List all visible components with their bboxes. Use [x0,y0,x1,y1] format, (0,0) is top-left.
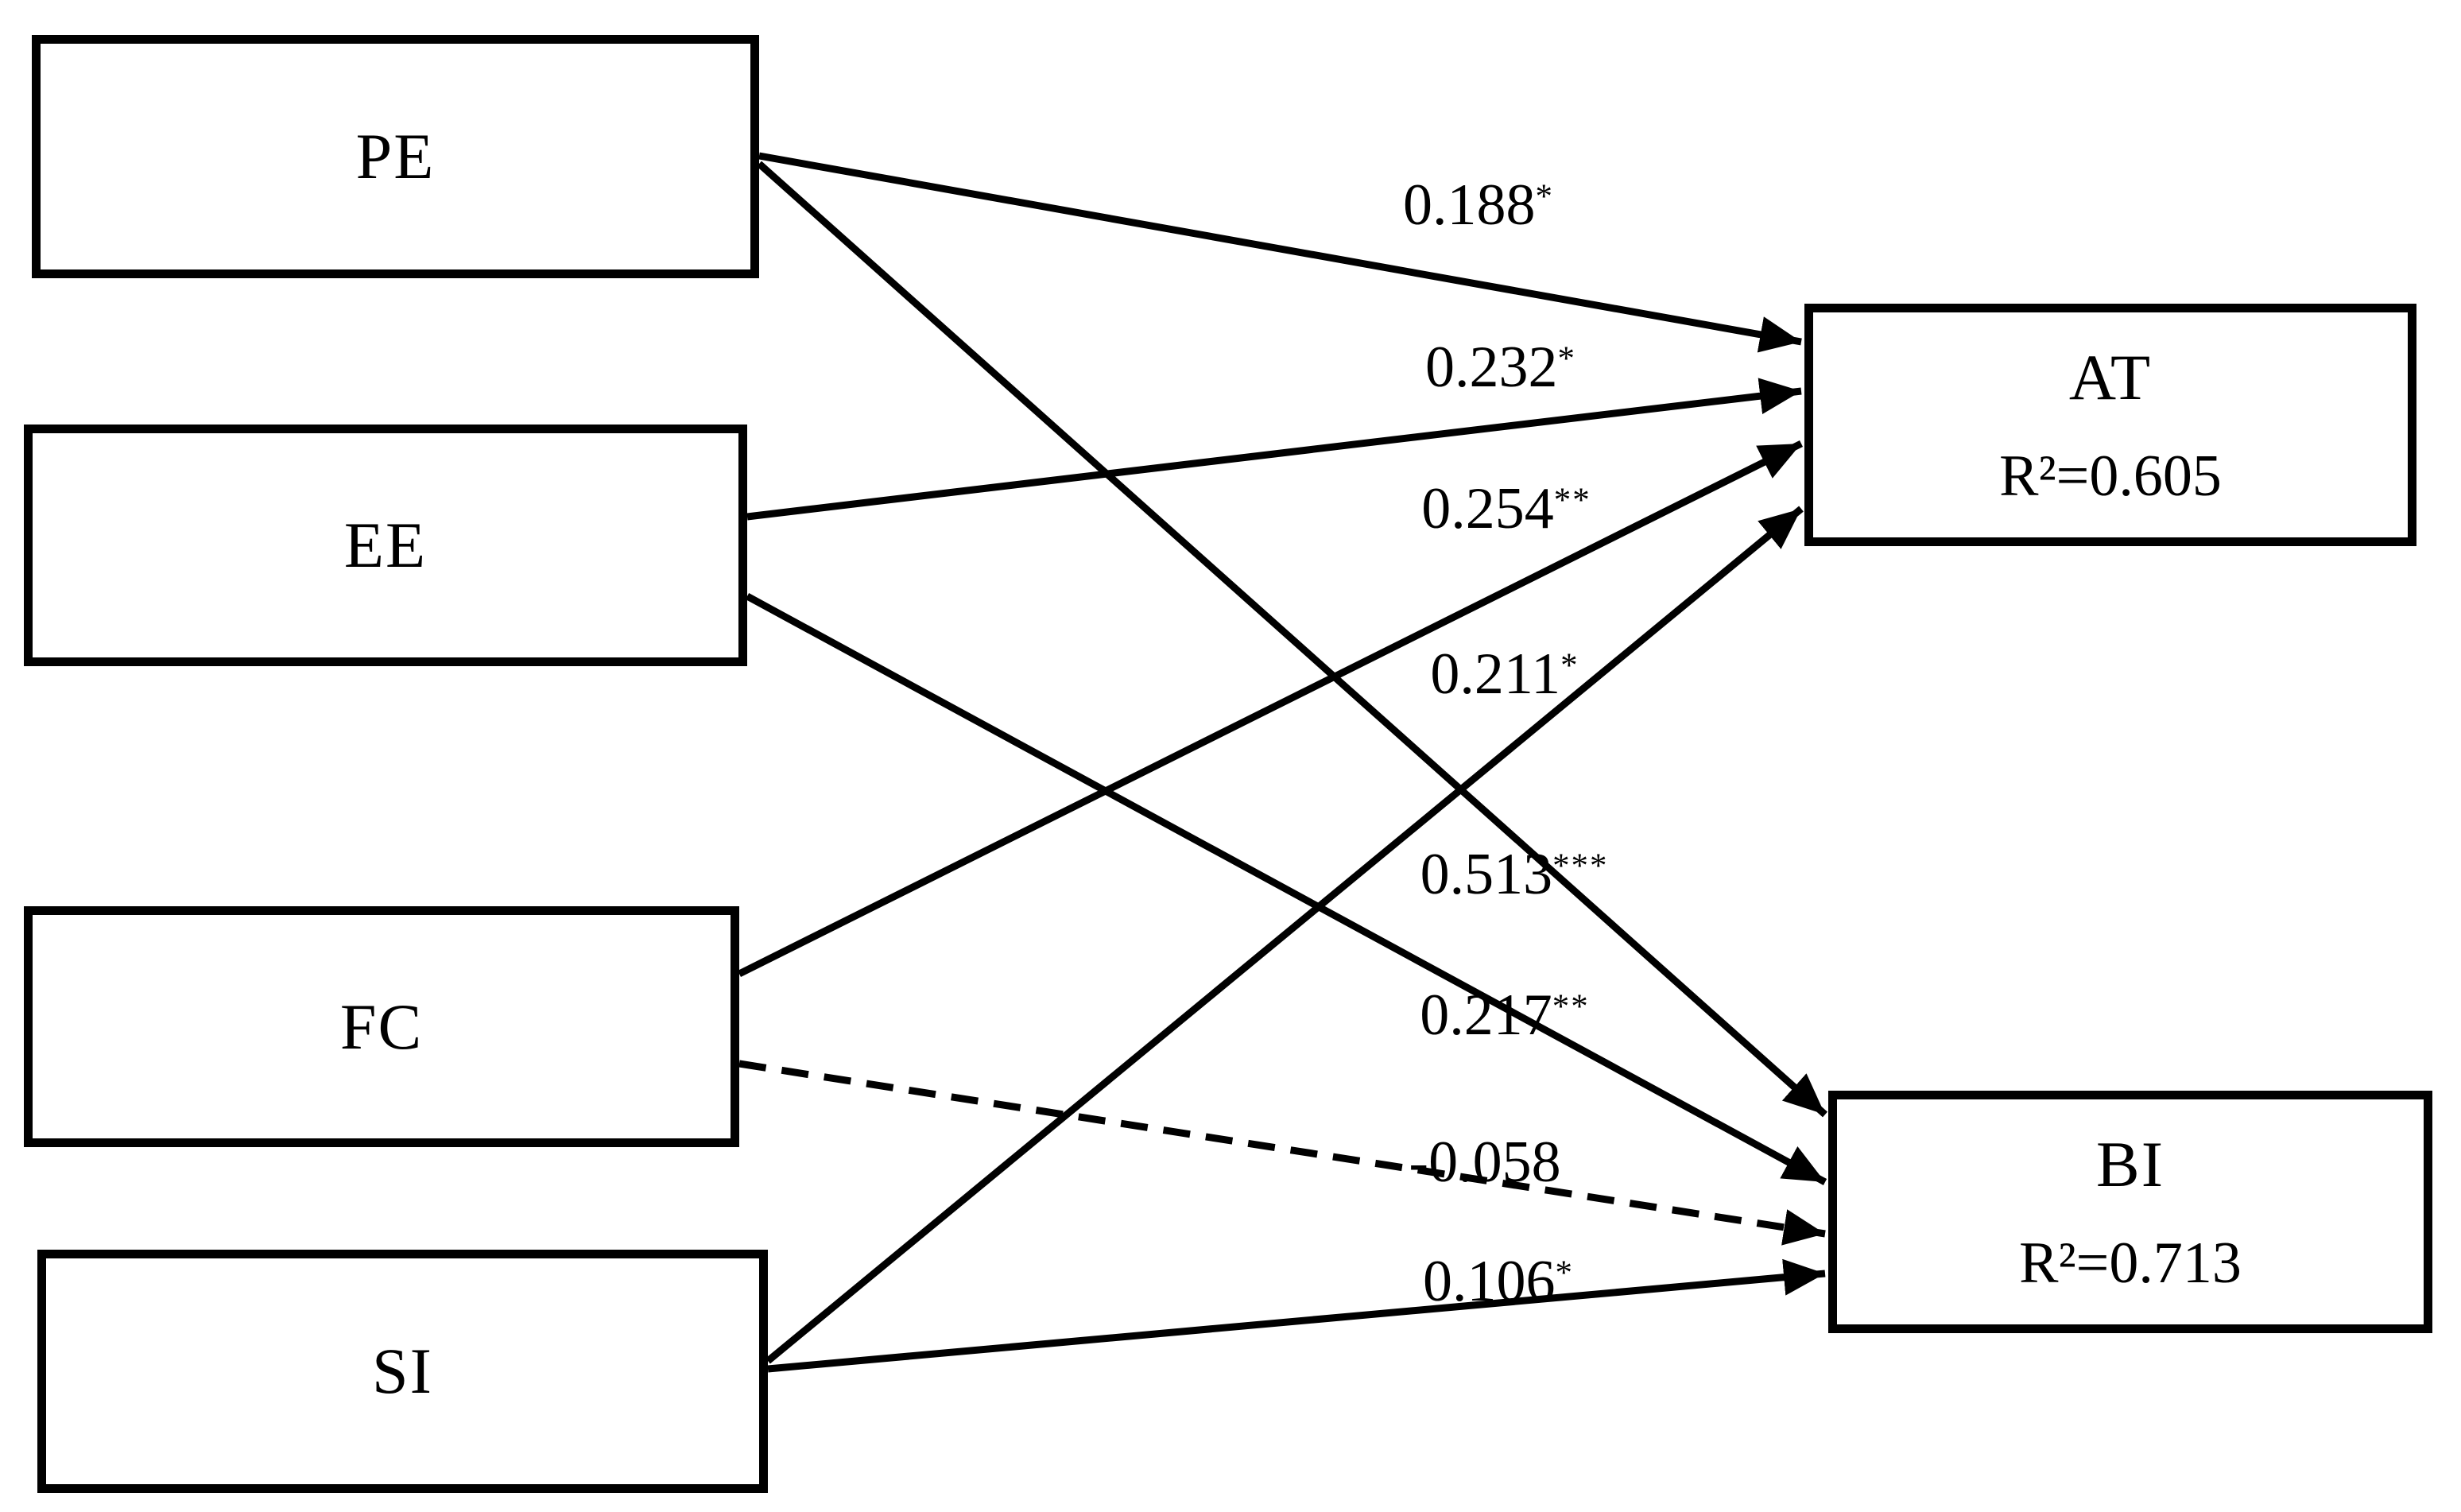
path-arrow-si-at [765,506,1804,1364]
path-arrow-fc-at [737,440,1804,978]
significance-stars: ** [1552,987,1590,1025]
coefficient-ee-bi: 0.217** [1420,983,1590,1048]
coefficient-pe-bi: 0.513*** [1420,842,1609,907]
node-r2-bi: R²=0.713 [2019,1230,2242,1296]
node-pe: PE [32,35,759,278]
node-label-ee: EE [343,509,428,581]
node-si: SI [37,1250,768,1493]
significance-stars: * [1555,1254,1574,1292]
node-at: AT R²=0.605 [1804,304,2416,546]
node-label-si: SI [372,1335,433,1407]
node-label-pe: PE [355,120,436,192]
coefficient-si-at: 0.211* [1430,642,1579,707]
coefficient-si-bi: 0.106* [1423,1249,1574,1314]
path-arrow-pe-at [758,152,1802,353]
node-label-at: AT [2068,340,2153,413]
coefficient-pe-at: 0.188* [1403,173,1554,238]
path-arrow-pe-bi [757,161,1827,1118]
significance-stars: * [1535,177,1554,215]
node-bi: BI R²=0.713 [1828,1091,2432,1333]
significance-stars: ** [1553,481,1591,519]
significance-stars: *** [1552,847,1609,885]
path-arrow-si-bi [767,1258,1826,1373]
node-label-fc: FC [339,990,424,1063]
path-arrow-ee-at [746,378,1802,521]
path-arrow-fc-bi [738,1060,1826,1246]
coefficient-fc-at: 0.254** [1421,476,1591,541]
node-fc: FC [24,906,739,1147]
significance-stars: * [1557,339,1576,378]
path-arrow-ee-bi [745,593,1827,1185]
coefficient-ee-at: 0.232* [1425,335,1576,400]
significance-stars: * [1560,646,1579,684]
node-label-bi: BI [2096,1127,2165,1200]
node-r2-at: R²=0.605 [1999,443,2222,509]
coefficient-fc-bi: -0.058 [1409,1130,1561,1195]
node-ee: EE [24,425,747,666]
